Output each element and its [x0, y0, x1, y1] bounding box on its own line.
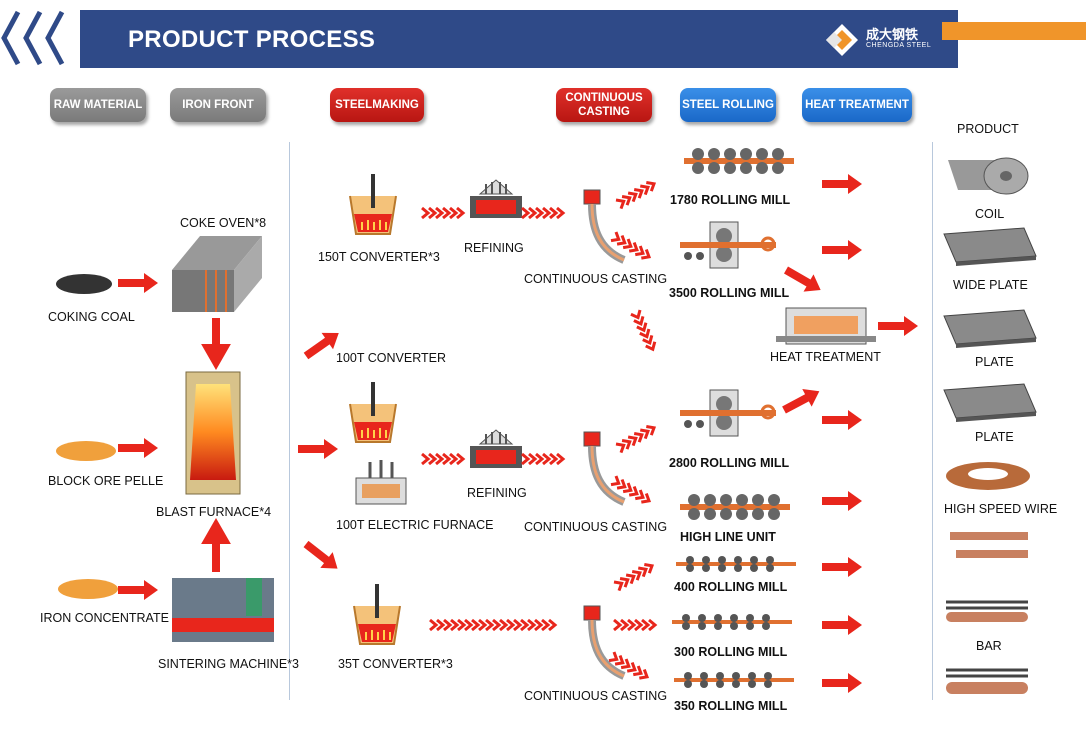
page-title: PRODUCT PROCESS — [128, 26, 376, 53]
label-3500-rolling-mill: 3500 ROLLING MILL — [669, 286, 790, 300]
label-400-rolling-mill: 400 ROLLING MILL — [674, 580, 788, 594]
label-150t-converter: 150T CONVERTER*3 — [318, 250, 440, 264]
stage-iron-front: IRON FRONT — [170, 88, 266, 122]
divider-line — [932, 142, 933, 700]
heat-treatment-furnace-icon — [776, 307, 876, 345]
label-plate-2: PLATE — [975, 430, 1014, 444]
label-high-speed-wire: HIGH SPEED WIRE — [944, 502, 1058, 516]
electric-furnace-icon — [355, 460, 407, 505]
concentrate-pile-icon — [58, 579, 118, 599]
label-plate-1: PLATE — [975, 355, 1014, 369]
sintering-machine-icon — [172, 578, 274, 642]
label-continuous-casting-3: CONTINUOUS CASTING — [524, 689, 668, 703]
coal-pile-icon — [56, 274, 112, 294]
logo-mark-icon — [826, 24, 858, 56]
label-1780-rolling-mill: 1780 ROLLING MILL — [670, 193, 791, 207]
label-bar: BAR — [976, 639, 1002, 653]
label-continuous-casting-1: CONTINUOUS CASTING — [524, 272, 668, 286]
label-electric-furnace: 100T ELECTRIC FURNACE — [336, 518, 494, 532]
label-wide-plate: WIDE PLATE — [953, 278, 1028, 292]
label-refining-2: REFINING — [467, 486, 527, 500]
wire-coil-icon — [946, 462, 1030, 490]
label-product-header: PRODUCT — [957, 122, 1019, 136]
bar-bundle-icon — [946, 532, 1028, 694]
label-iron-concentrate: IRON CONCENTRATE — [40, 611, 169, 625]
label-refining-1: REFINING — [464, 241, 524, 255]
label-100t-converter: 100T CONVERTER — [336, 351, 446, 365]
accent-bar — [942, 22, 1086, 40]
label-300-rolling-mill: 300 ROLLING MILL — [674, 645, 788, 659]
logo-text-cn: 成大钢铁 — [866, 27, 919, 42]
divider-line — [289, 142, 290, 700]
label-35t-converter: 35T CONVERTER*3 — [338, 657, 453, 671]
label-continuous-casting-2: CONTINUOUS CASTING — [524, 520, 668, 534]
label-350-rolling-mill: 350 ROLLING MILL — [674, 699, 788, 713]
stage-steelmaking: STEELMAKING — [330, 88, 424, 122]
stage-steel-rolling: STEEL ROLLING — [680, 88, 776, 122]
label-coking-coal: COKING COAL — [48, 310, 135, 324]
stage-continuous-casting: CONTINUOUS CASTING — [556, 88, 652, 122]
blast-furnace-icon — [185, 371, 241, 495]
company-logo: 成大钢铁 CHENGDA STEEL — [822, 20, 942, 60]
coke-oven-icon — [172, 236, 262, 312]
label-coke-oven: COKE OVEN*8 — [180, 216, 267, 230]
stage-raw-material: RAW MATERIAL — [50, 88, 146, 122]
title-banner: PRODUCT PROCESS 成大钢铁 CHENGDA STEEL — [80, 10, 958, 68]
stage-heat-treatment: HEAT TREATMENT — [802, 88, 912, 122]
logo-text-en: CHENGDA STEEL — [866, 42, 932, 49]
page-header: PRODUCT PROCESS 成大钢铁 CHENGDA STEEL — [0, 0, 1086, 72]
chevron-left-icon — [1, 10, 65, 66]
label-sintering-machine: SINTERING MACHINE*3 — [158, 657, 299, 671]
label-high-line-unit: HIGH LINE UNIT — [680, 530, 776, 544]
ore-pile-icon — [56, 441, 116, 461]
coil-product-icon — [948, 157, 1029, 195]
label-blast-furnace: BLAST FURNACE*4 — [156, 505, 272, 519]
label-block-ore: BLOCK ORE PELLE — [48, 474, 164, 488]
label-coil: COIL — [975, 207, 1005, 221]
label-2800-rolling-mill: 2800 ROLLING MILL — [669, 456, 790, 470]
label-heat-treatment: HEAT TREATMENT — [770, 350, 881, 364]
